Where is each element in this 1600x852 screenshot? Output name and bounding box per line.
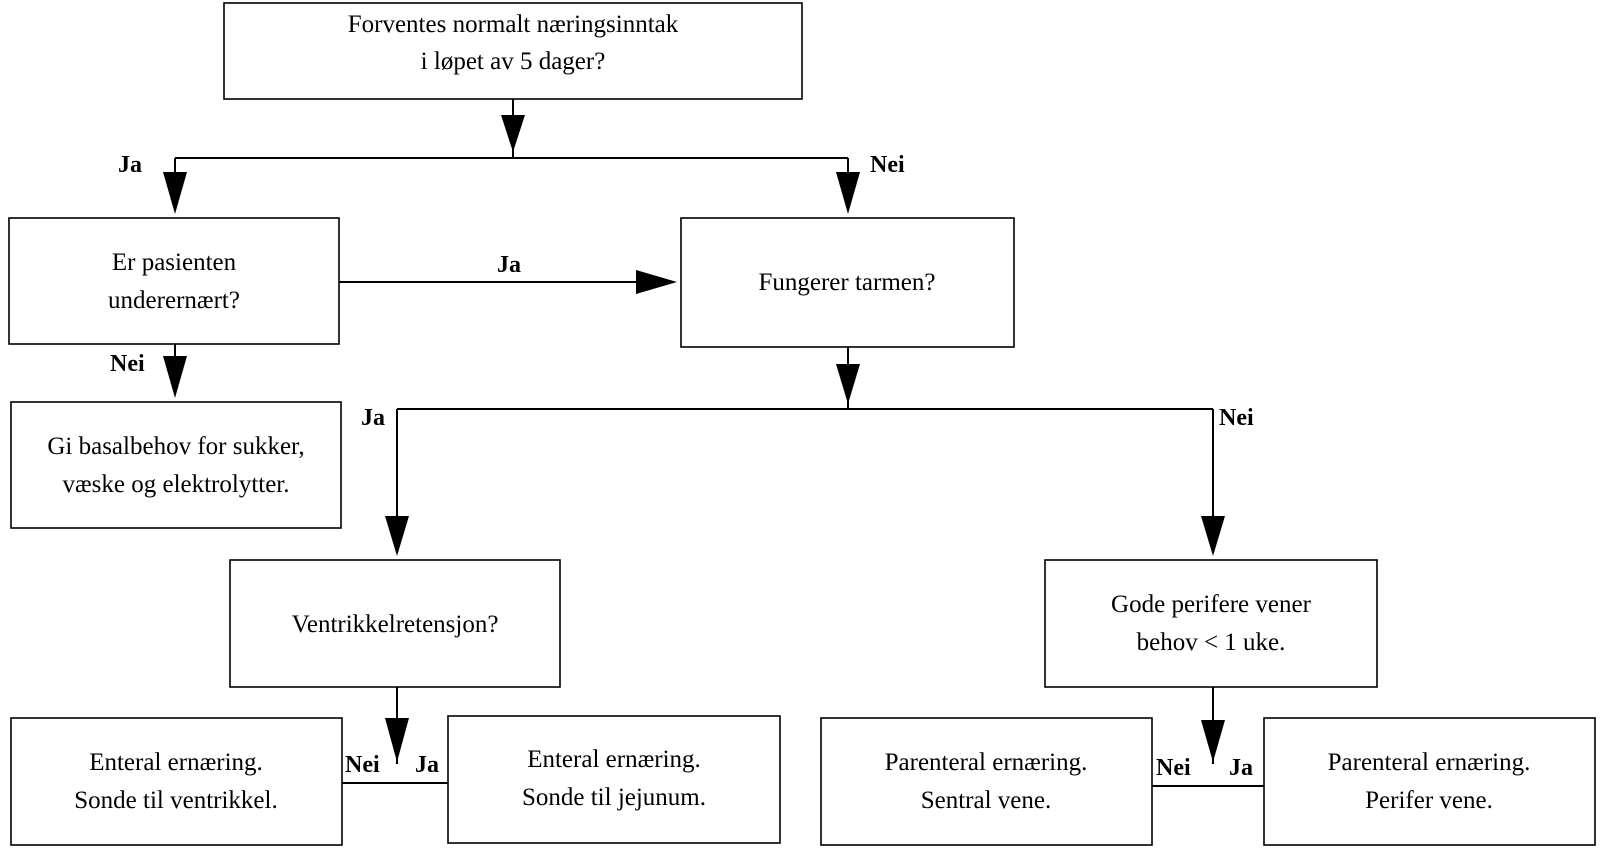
node-q-peripheral-veins: Gode perifere vener behov < 1 uke. bbox=[1044, 559, 1378, 688]
node-enteral-stomach: Enteral ernæring. Sonde til ventrikkel. bbox=[10, 717, 343, 846]
connector-intake-no bbox=[836, 158, 860, 214]
node-parenteral-central-line-1: Parenteral ernæring. bbox=[885, 749, 1088, 776]
node-basal-needs: Gi basalbehov for sukker, væske og elekt… bbox=[10, 401, 342, 529]
node-q-peripheral-veins-line-2: behov < 1 uke. bbox=[1137, 629, 1286, 656]
arrow-head-gut-yes bbox=[385, 516, 409, 556]
connector-veins bbox=[1152, 687, 1264, 787]
label-veins-no: Nei bbox=[1156, 755, 1191, 781]
arrow-head-retention bbox=[385, 718, 409, 762]
node-q-intake-line-1: Forventes normalt næringsinntak bbox=[348, 11, 679, 38]
connector-gut-yes bbox=[385, 409, 409, 556]
connector-intake-split bbox=[175, 99, 848, 159]
connector-malnourished-yes bbox=[339, 270, 677, 294]
node-q-malnourished: Er pasienten underernært? bbox=[8, 217, 340, 345]
node-enteral-jejunum: Enteral ernæring. Sonde til jejunum. bbox=[447, 715, 781, 844]
arrow-head-intake-yes bbox=[163, 172, 187, 214]
node-enteral-stomach-line-2: Sonde til ventrikkel. bbox=[74, 787, 277, 814]
node-parenteral-peripheral: Parenteral ernæring. Perifer vene. bbox=[1263, 717, 1596, 846]
label-retention-yes: Ja bbox=[415, 752, 439, 778]
connector-malnourished-no bbox=[163, 344, 187, 398]
node-enteral-stomach-line-1: Enteral ernæring. bbox=[89, 749, 263, 776]
node-parenteral-central: Parenteral ernæring. Sentral vene. bbox=[820, 717, 1153, 846]
arrow-head-gut-no bbox=[1201, 516, 1225, 556]
node-q-intake-line-2: i løpet av 5 dager? bbox=[421, 48, 606, 75]
node-q-gut-line-1: Fungerer tarmen? bbox=[758, 269, 935, 296]
node-enteral-jejunum-line-2: Sonde til jejunum. bbox=[522, 784, 706, 811]
node-q-malnourished-line-1: Er pasienten bbox=[112, 249, 237, 276]
arrow-head-veins bbox=[1201, 720, 1225, 762]
node-basal-needs-line-1: Gi basalbehov for sukker, bbox=[47, 433, 304, 460]
node-enteral-jejunum-line-1: Enteral ernæring. bbox=[527, 746, 701, 773]
arrow-head-gut bbox=[836, 364, 860, 404]
label-malnourished-no: Nei bbox=[110, 351, 145, 377]
node-q-gastric-retention-line-1: Ventrikkelretensjon? bbox=[292, 611, 499, 638]
node-basal-needs-line-2: væske og elektrolytter. bbox=[62, 471, 289, 498]
arrow-head-malnourished-yes bbox=[636, 270, 677, 294]
label-intake-no: Nei bbox=[870, 152, 905, 178]
connector-retention bbox=[342, 687, 448, 784]
arrow-head-intake-no bbox=[836, 172, 860, 214]
node-q-peripheral-veins-line-1: Gode perifere vener bbox=[1111, 591, 1312, 618]
label-malnourished-yes: Ja bbox=[497, 252, 521, 278]
label-retention-no: Nei bbox=[345, 752, 380, 778]
connector-gut-split bbox=[397, 347, 1213, 410]
label-gut-no: Nei bbox=[1219, 405, 1254, 431]
node-parenteral-peripheral-line-1: Parenteral ernæring. bbox=[1328, 749, 1531, 776]
node-parenteral-central-line-2: Sentral vene. bbox=[921, 787, 1052, 814]
connector-intake-yes bbox=[163, 158, 187, 214]
node-parenteral-peripheral-line-2: Perifer vene. bbox=[1365, 787, 1493, 814]
node-q-intake: Forventes normalt næringsinntak i løpet … bbox=[223, 2, 803, 100]
label-veins-yes: Ja bbox=[1229, 755, 1253, 781]
arrow-head-intake bbox=[501, 115, 525, 152]
connector-gut-no bbox=[1201, 409, 1225, 556]
arrow-head-malnourished-no bbox=[163, 356, 187, 398]
node-q-gut: Fungerer tarmen? bbox=[680, 217, 1015, 348]
node-q-gastric-retention: Ventrikkelretensjon? bbox=[229, 559, 561, 688]
node-q-malnourished-line-2: underernært? bbox=[108, 287, 240, 314]
label-gut-yes: Ja bbox=[361, 405, 385, 431]
label-intake-yes: Ja bbox=[118, 152, 142, 178]
